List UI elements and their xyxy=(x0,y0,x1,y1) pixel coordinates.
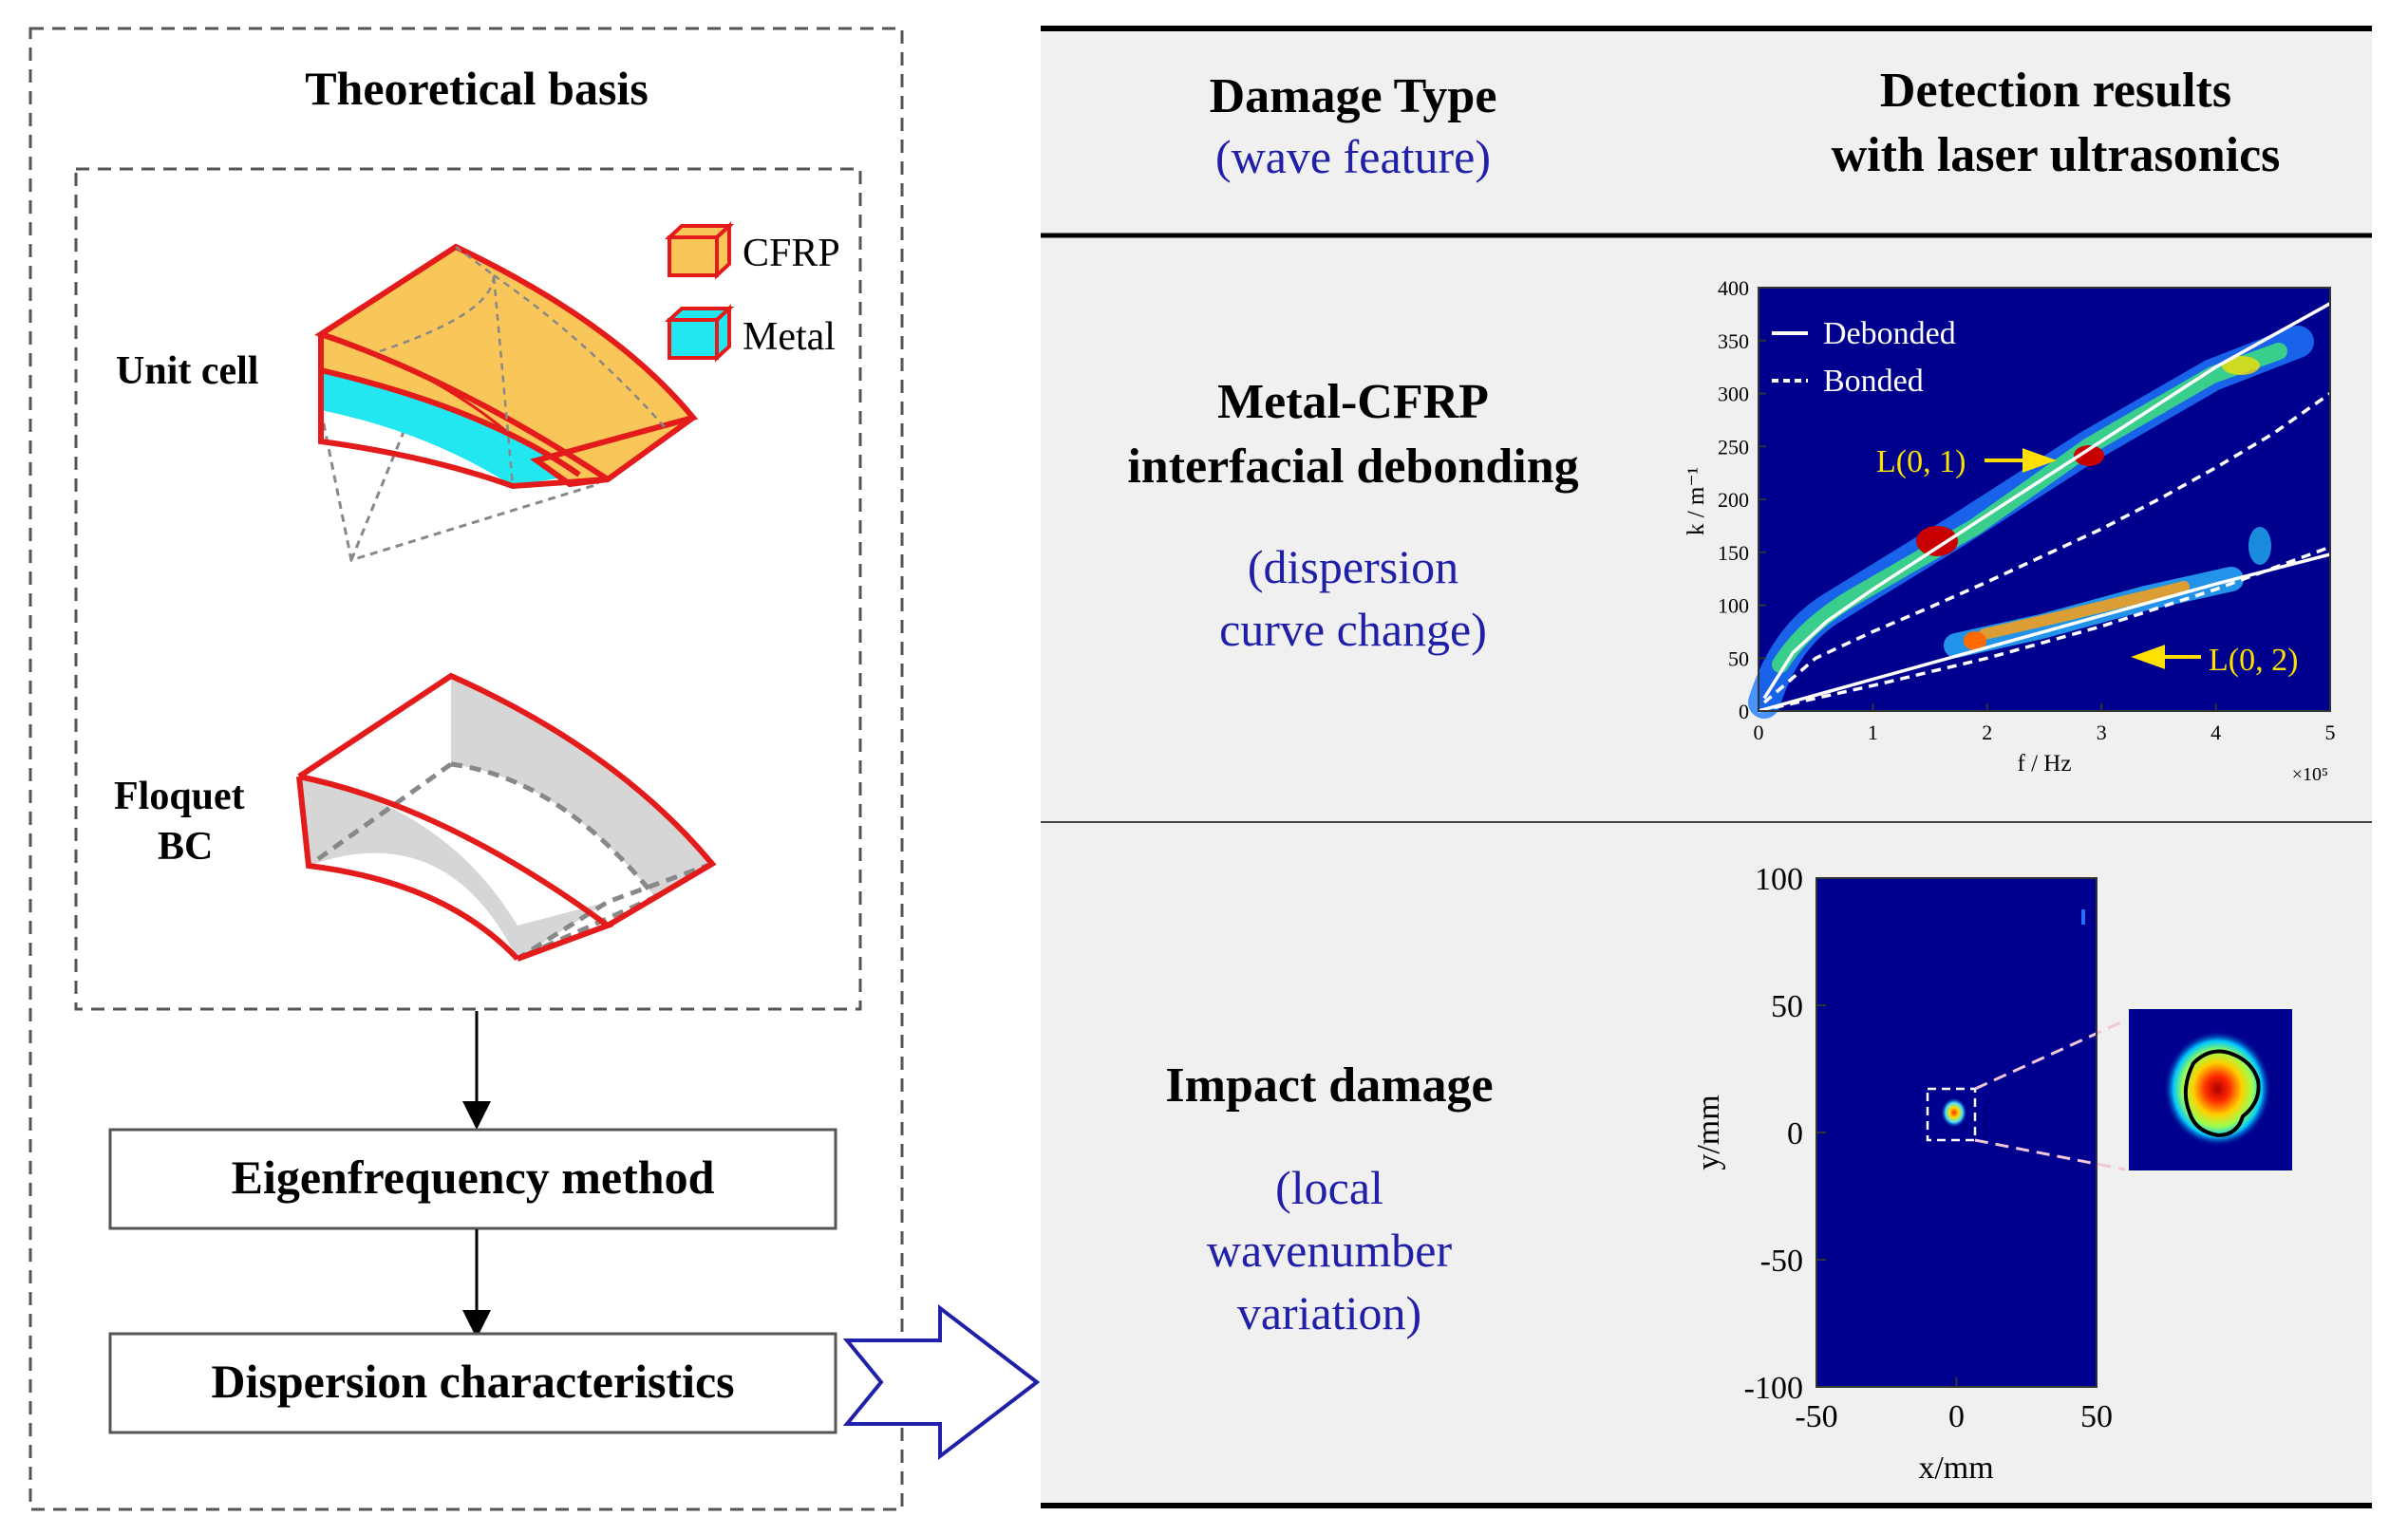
impact-y-tick-label: -50 xyxy=(1760,1244,1803,1279)
dispersion-y-tick-label: 50 xyxy=(1728,646,1749,670)
dispersion-x-tick-label: 1 xyxy=(1868,721,1878,744)
dispersion-x-tick-label: 5 xyxy=(2325,721,2336,744)
annotation-l02-arrow xyxy=(2131,645,2201,669)
dispersion-ylabel: k / m⁻¹ xyxy=(1684,467,1709,535)
dispersion-y-tick-label: 400 xyxy=(1718,276,1749,300)
legend-cfrp-label: CFRP xyxy=(743,232,840,275)
dispersion-x-multiplier: ×10⁵ xyxy=(2292,764,2328,785)
annotation-l01-label: L(0, 1) xyxy=(1876,444,1966,479)
dispersion-xlabel: f / Hz xyxy=(2018,751,2072,777)
header-detection-line1: Detection results xyxy=(1880,64,2231,118)
theory-title: Theoretical basis xyxy=(305,62,649,115)
impact-x-tick-label: -50 xyxy=(1795,1399,1837,1434)
dispersion-heat-band-l02-core xyxy=(1979,581,2190,640)
impact-y-tick-label: -100 xyxy=(1744,1371,1803,1406)
dispersion-hotspot-2 xyxy=(2074,445,2104,466)
step-dispersion-label: Dispersion characteristics xyxy=(211,1355,734,1408)
table-background xyxy=(1041,28,2372,1506)
row2-title: Impact damage xyxy=(1165,1058,1493,1113)
legend-debonded-label: Debonded xyxy=(1823,316,1956,351)
unit-cell-illustration xyxy=(314,243,699,562)
floquet-label-line2: BC xyxy=(158,825,213,869)
dispersion-series-1 xyxy=(1762,392,2332,704)
row2-sub-line3: variation) xyxy=(1237,1286,1421,1339)
row1-sub-line2: curve change) xyxy=(1219,603,1487,656)
dispersion-hotspot-5 xyxy=(1964,631,1986,650)
dispersion-x-tick-label: 2 xyxy=(1982,721,1992,744)
impact-damage-spot xyxy=(1941,1097,1967,1128)
dispersion-series-0 xyxy=(1762,302,2331,700)
impact-zoom-line-top xyxy=(1974,1019,2126,1091)
dispersion-x-tick-label: 0 xyxy=(1754,721,1764,744)
legend-cfrp-icon xyxy=(664,221,735,280)
legend-metal-icon xyxy=(664,304,735,363)
dispersion-y-tick-label: 0 xyxy=(1739,700,1749,723)
dispersion-x-tick-label: 3 xyxy=(2097,721,2107,744)
legend-metal-label: Metal xyxy=(743,315,836,359)
annotation-l02-label: L(0, 2) xyxy=(2209,643,2298,678)
step-eigenfrequency-label: Eigenfrequency method xyxy=(232,1151,715,1204)
header-detection-line2: with laser ultrasonics xyxy=(1832,128,2281,182)
annotation-l01-arrow xyxy=(1985,448,2057,473)
row2-sub-line1: (local xyxy=(1275,1161,1383,1214)
dispersion-hotspot-1 xyxy=(1916,526,1958,556)
dispersion-y-tick-label: 300 xyxy=(1718,383,1749,406)
floquet-bc-illustration xyxy=(296,672,717,962)
step-eigenfrequency-box xyxy=(108,1128,837,1230)
row1-sub-line1: (dispersion xyxy=(1248,540,1458,593)
header-wave-feature: (wave feature) xyxy=(1215,130,1491,183)
row1-title-line2: interfacial debonding xyxy=(1127,440,1578,494)
row2-sub-line2: wavenumber xyxy=(1207,1224,1453,1277)
unit-cell-label: Unit cell xyxy=(116,349,258,393)
dispersion-y-tick-label: 150 xyxy=(1718,541,1749,565)
dispersion-curves xyxy=(1758,302,2332,713)
impact-zoom-box xyxy=(1926,1087,1977,1142)
dispersion-series-3 xyxy=(1758,545,2331,713)
dispersion-y-tick-label: 100 xyxy=(1718,594,1749,618)
dispersion-y-tick-label: 250 xyxy=(1718,435,1749,459)
impact-map-edge-artifact xyxy=(2081,909,2085,925)
step-dispersion-box xyxy=(108,1332,837,1434)
impact-map-background xyxy=(1816,878,2097,1387)
impact-zoom-line-bottom xyxy=(1974,1138,2126,1171)
floquet-label-line1: Floquet xyxy=(114,775,245,818)
dispersion-hotspot-3 xyxy=(2222,356,2260,375)
dispersion-heat-band-l01-core xyxy=(1772,343,2287,673)
big-flow-arrow xyxy=(842,1303,1041,1461)
legend-bonded-label: Bonded xyxy=(1823,364,1924,399)
row1-title-line1: Metal-CFRP xyxy=(1217,375,1489,429)
dispersion-y-tick-label: 350 xyxy=(1718,329,1749,353)
header-damage-type: Damage Type xyxy=(1210,69,1497,123)
theory-inner-box xyxy=(74,167,862,1011)
theory-outer-box xyxy=(28,27,904,1511)
impact-y-tick-label: 100 xyxy=(1755,862,1803,897)
impact-x-tick-label: 0 xyxy=(1948,1399,1965,1434)
impact-zoom-contour xyxy=(2183,1049,2261,1138)
impact-ylabel: y/mm xyxy=(1691,1095,1726,1170)
impact-y-tick-label: 50 xyxy=(1771,989,1803,1024)
impact-x-tick-label: 50 xyxy=(2080,1399,2113,1434)
dispersion-x-tick-label: 4 xyxy=(2210,721,2221,744)
impact-y-tick-label: 0 xyxy=(1787,1116,1803,1151)
dispersion-series-2 xyxy=(1758,552,2331,713)
impact-xlabel: x/mm xyxy=(1918,1451,1993,1486)
dispersion-hotspot-4 xyxy=(2248,527,2271,565)
dispersion-y-tick-label: 200 xyxy=(1718,488,1749,512)
